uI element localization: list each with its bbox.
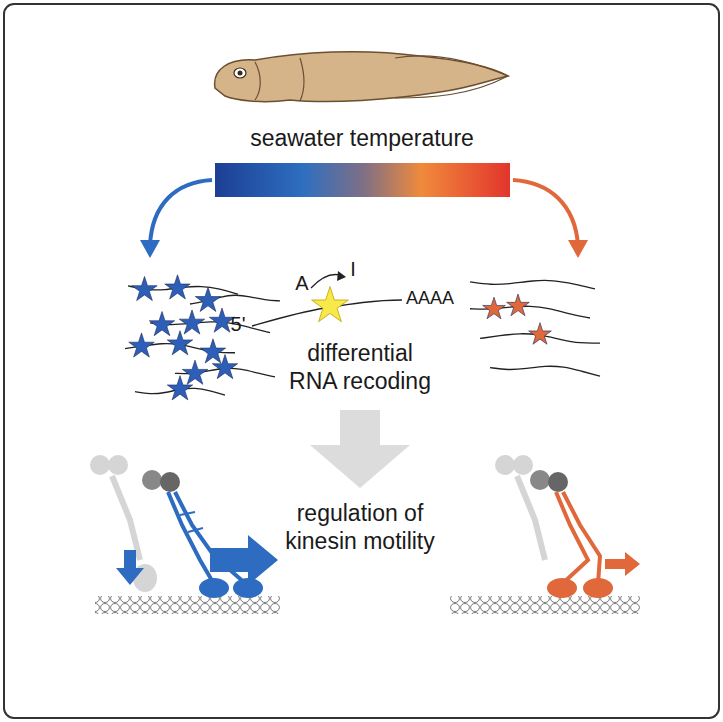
label-text: regulation of kinesin motility: [265, 500, 455, 555]
editing-site-star: [312, 287, 349, 322]
cold-arrow: [150, 180, 212, 245]
label-text: seawater temperature: [202, 125, 522, 153]
label-text: I: [338, 257, 368, 281]
frame: [4, 4, 719, 718]
microtubule: [450, 596, 640, 614]
label-text: 5': [223, 312, 253, 336]
warm-arrow: [513, 180, 578, 245]
label-text: A: [287, 271, 317, 295]
label-text: differential RNA recoding: [285, 340, 435, 395]
flow-arrow: [310, 410, 410, 488]
edited-transcripts-cold: [125, 275, 280, 400]
edited-transcripts-warm: [470, 280, 600, 376]
squid: [215, 52, 508, 102]
label-text: AAAA: [395, 288, 465, 310]
kinesin-cold: [90, 455, 278, 598]
kinesin-warm: [495, 455, 640, 598]
microtubule: [95, 596, 280, 614]
temperature-bar: [215, 163, 510, 197]
